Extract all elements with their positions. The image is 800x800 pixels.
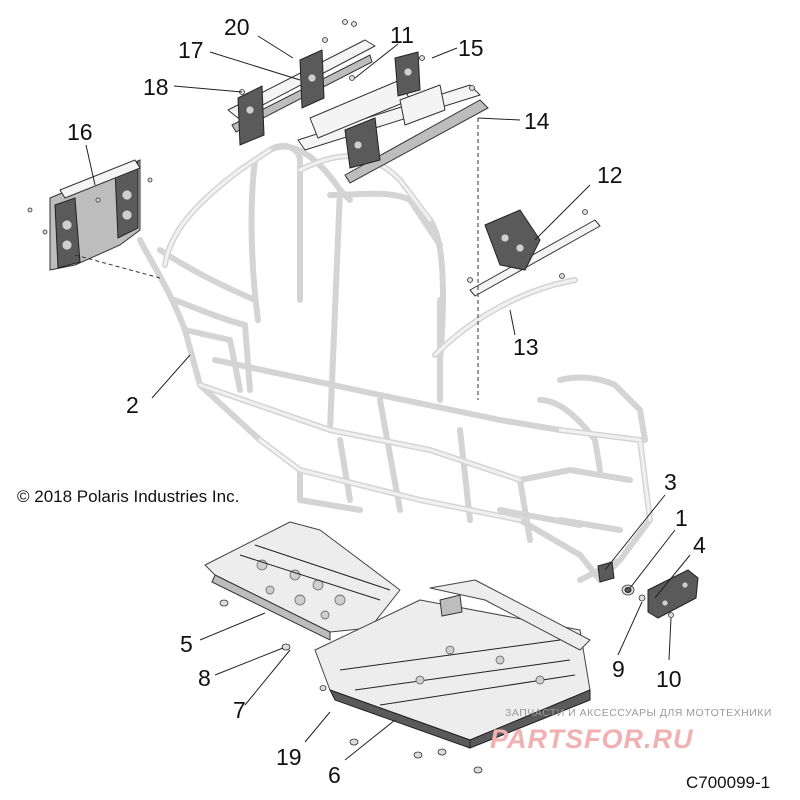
callout-1: 1 xyxy=(675,505,688,531)
callout-12: 12 xyxy=(597,162,623,188)
callout-17: 17 xyxy=(178,37,204,63)
callout-6: 6 xyxy=(328,762,341,788)
callout-16: 16 xyxy=(67,119,93,145)
callout-9: 9 xyxy=(612,656,625,682)
support-tube xyxy=(432,273,578,358)
callout-18: 18 xyxy=(143,74,169,100)
alignment-line xyxy=(74,254,161,279)
callout-7: 7 xyxy=(233,697,246,723)
main-frame xyxy=(137,142,653,583)
callout-3: 3 xyxy=(664,469,677,495)
bracket-nut xyxy=(597,561,615,583)
front-skid-plate xyxy=(204,521,401,641)
callout-13: 13 xyxy=(513,334,539,360)
callout-5: 5 xyxy=(180,631,193,657)
callout-10: 10 xyxy=(656,666,682,692)
bushing xyxy=(621,584,635,596)
front-bracket xyxy=(27,159,153,271)
callout-8: 8 xyxy=(198,665,211,691)
callout-2: 2 xyxy=(126,392,139,418)
callout-19: 19 xyxy=(276,744,302,770)
washer xyxy=(638,594,646,602)
watermark-logo: PARTSFOR.RU xyxy=(490,724,694,754)
copyright-notice: © 2018 Polaris Industries Inc. xyxy=(17,487,239,506)
callout-20: 20 xyxy=(224,14,250,40)
callout-leaders xyxy=(85,35,691,761)
callout-14: 14 xyxy=(524,108,550,134)
callout-4: 4 xyxy=(693,532,706,558)
rear-rail-right xyxy=(297,51,489,184)
cross-brace xyxy=(467,209,601,297)
rear-skid-plate xyxy=(314,579,591,749)
watermark-tagline: ЗАПЧАСТИ И АКСЕССУАРЫ ДЛЯ МОТОТЕХНИКИ xyxy=(505,707,772,719)
mount-plate xyxy=(647,569,699,619)
callout-labels: 20 17 11 15 18 14 16 12 13 2 3 1 4 5 8 7… xyxy=(67,14,706,788)
screw xyxy=(668,612,674,618)
callout-11: 11 xyxy=(390,22,414,48)
fastener-group xyxy=(219,599,483,774)
callout-15: 15 xyxy=(458,35,484,61)
rear-rail-left xyxy=(227,19,376,146)
drawing-code: C700099-1 xyxy=(686,773,770,792)
